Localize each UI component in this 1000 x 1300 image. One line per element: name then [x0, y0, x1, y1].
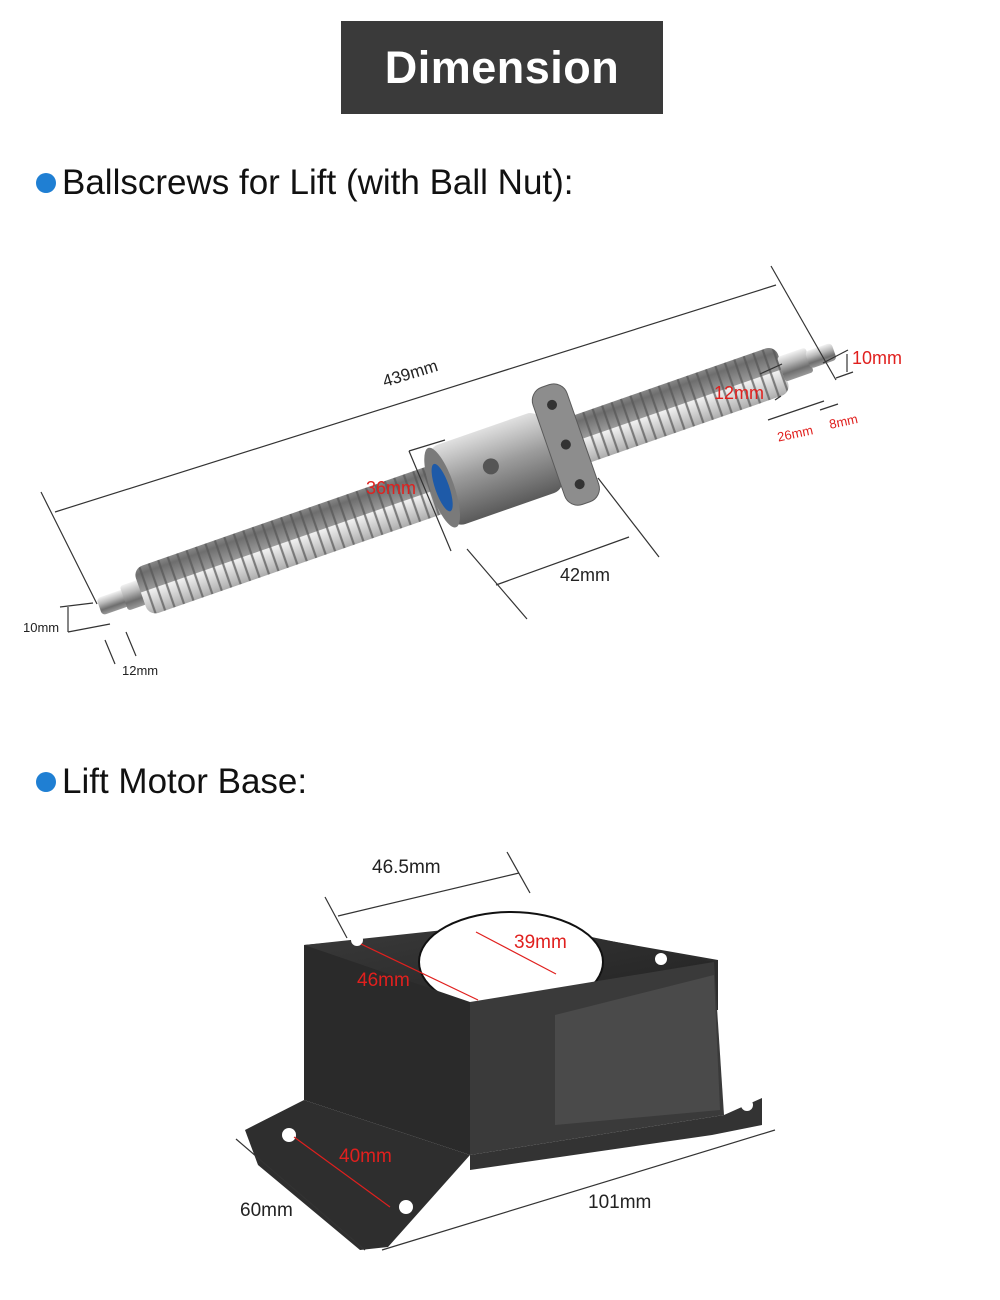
foot-right: [470, 1098, 762, 1170]
left-shaft-end: [97, 589, 130, 615]
foot-hole: [741, 1099, 753, 1111]
dim-label-hole-spacing: 46mm: [357, 970, 410, 991]
dim-label-width-top: 46.5mm: [372, 857, 441, 878]
dim-label-nut-flange: 42mm: [560, 565, 611, 585]
mount-hole: [655, 953, 667, 965]
dim-lines-right-end: [759, 349, 854, 421]
dim-label-left-end-dia: 10mm: [23, 620, 60, 635]
bullet-icon: [36, 173, 56, 193]
mount-hole: [351, 934, 363, 946]
dim-lines-left-end: [59, 602, 137, 665]
section-heading-motor-base: Lift Motor Base:: [36, 762, 307, 802]
page-title: Dimension: [341, 21, 663, 114]
section-heading-ballscrew: Ballscrews for Lift (with Ball Nut):: [36, 163, 574, 203]
dim-line-length: [40, 265, 837, 605]
nut-seal: [431, 463, 453, 512]
bullet-icon: [36, 772, 56, 792]
dim-lines-motor-base-red: [293, 931, 557, 1208]
section-heading-label: Lift Motor Base:: [62, 762, 308, 801]
oil-port: [482, 458, 499, 475]
dim-label-length: 101mm: [588, 1192, 652, 1213]
dim-label-right-end-dia: 10mm: [852, 348, 903, 368]
flange-hole: [574, 479, 585, 490]
dim-line-nut-diameter: [408, 439, 452, 552]
foot-hole: [282, 1128, 296, 1142]
dim-label-foot-spacing: 40mm: [339, 1146, 392, 1167]
dim-label-left-end-len: 12mm: [122, 663, 159, 678]
flange-hole: [560, 439, 571, 450]
right-journal: [777, 348, 813, 381]
flange-hole: [547, 399, 558, 410]
dim-label-nut-diameter: 36mm: [366, 478, 417, 498]
foot-hole: [399, 1200, 413, 1214]
dim-label-depth: 60mm: [240, 1200, 293, 1221]
dim-label-hole-dia: 39mm: [514, 932, 567, 953]
left-wall: [304, 945, 470, 1155]
dim-label-right-journal-dia: 12mm: [714, 383, 765, 403]
motor-base-illustration: [245, 911, 762, 1250]
section-heading-label: Ballscrews for Lift (with Ball Nut):: [62, 163, 574, 202]
dim-line-nut-flange: [466, 477, 660, 620]
right-shaft-end: [805, 343, 836, 368]
dim-lines-motor-base: [235, 851, 776, 1251]
foot-left: [245, 1100, 470, 1250]
